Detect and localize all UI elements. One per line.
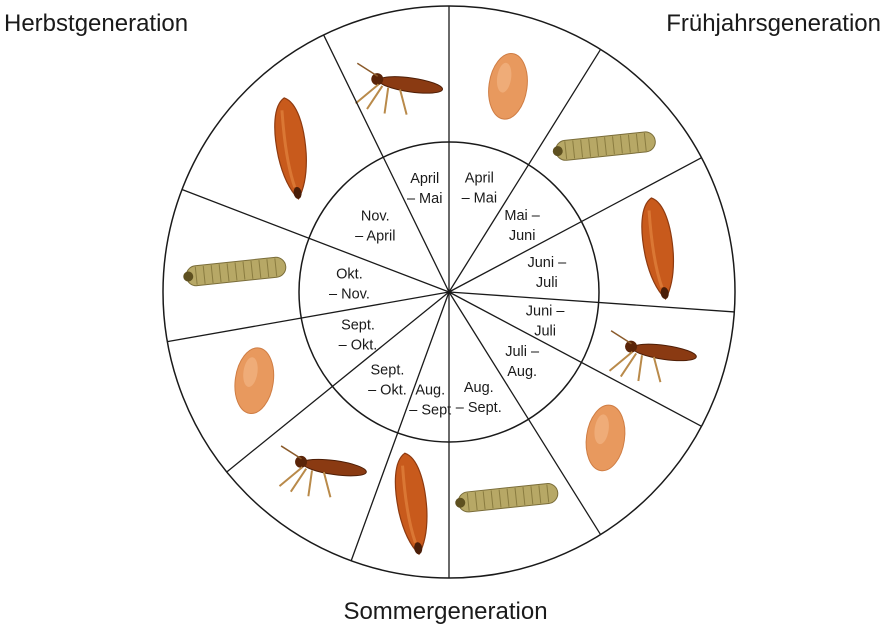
period-label: Okt.– Nov.	[329, 266, 370, 302]
stage-egg-icon	[582, 403, 629, 474]
period-label: Mai –Juni	[504, 208, 540, 244]
stage-adult-icon	[275, 446, 369, 504]
period-label: April– Mai	[462, 170, 497, 206]
stage-egg-icon	[485, 51, 532, 122]
stage-pupa-icon	[270, 96, 313, 201]
period-label: April– Mai	[407, 171, 442, 207]
period-label: Sept.– Okt.	[339, 317, 378, 353]
stage-larva-icon	[182, 256, 287, 287]
stage-egg-icon	[231, 345, 278, 416]
period-label: Aug.– Sept.	[456, 380, 502, 416]
stage-larva-icon	[552, 131, 657, 162]
period-label: Juni –Juli	[527, 255, 567, 291]
period-label: Juli –Aug.	[505, 344, 540, 380]
stage-pupa-icon	[390, 451, 433, 556]
period-label: Sept.– Okt.	[368, 362, 407, 398]
segment-divider	[449, 292, 734, 312]
segment-divider	[167, 292, 449, 342]
period-label: Aug.– Sept	[409, 382, 451, 418]
period-label: Juni –Juli	[526, 304, 566, 340]
stage-larva-icon	[454, 483, 559, 514]
stage-pupa-icon	[637, 196, 680, 301]
segment-divider	[324, 35, 449, 292]
stage-adult-icon	[351, 63, 445, 121]
period-label: Nov.– April	[355, 208, 395, 244]
stage-adult-icon	[605, 331, 699, 389]
